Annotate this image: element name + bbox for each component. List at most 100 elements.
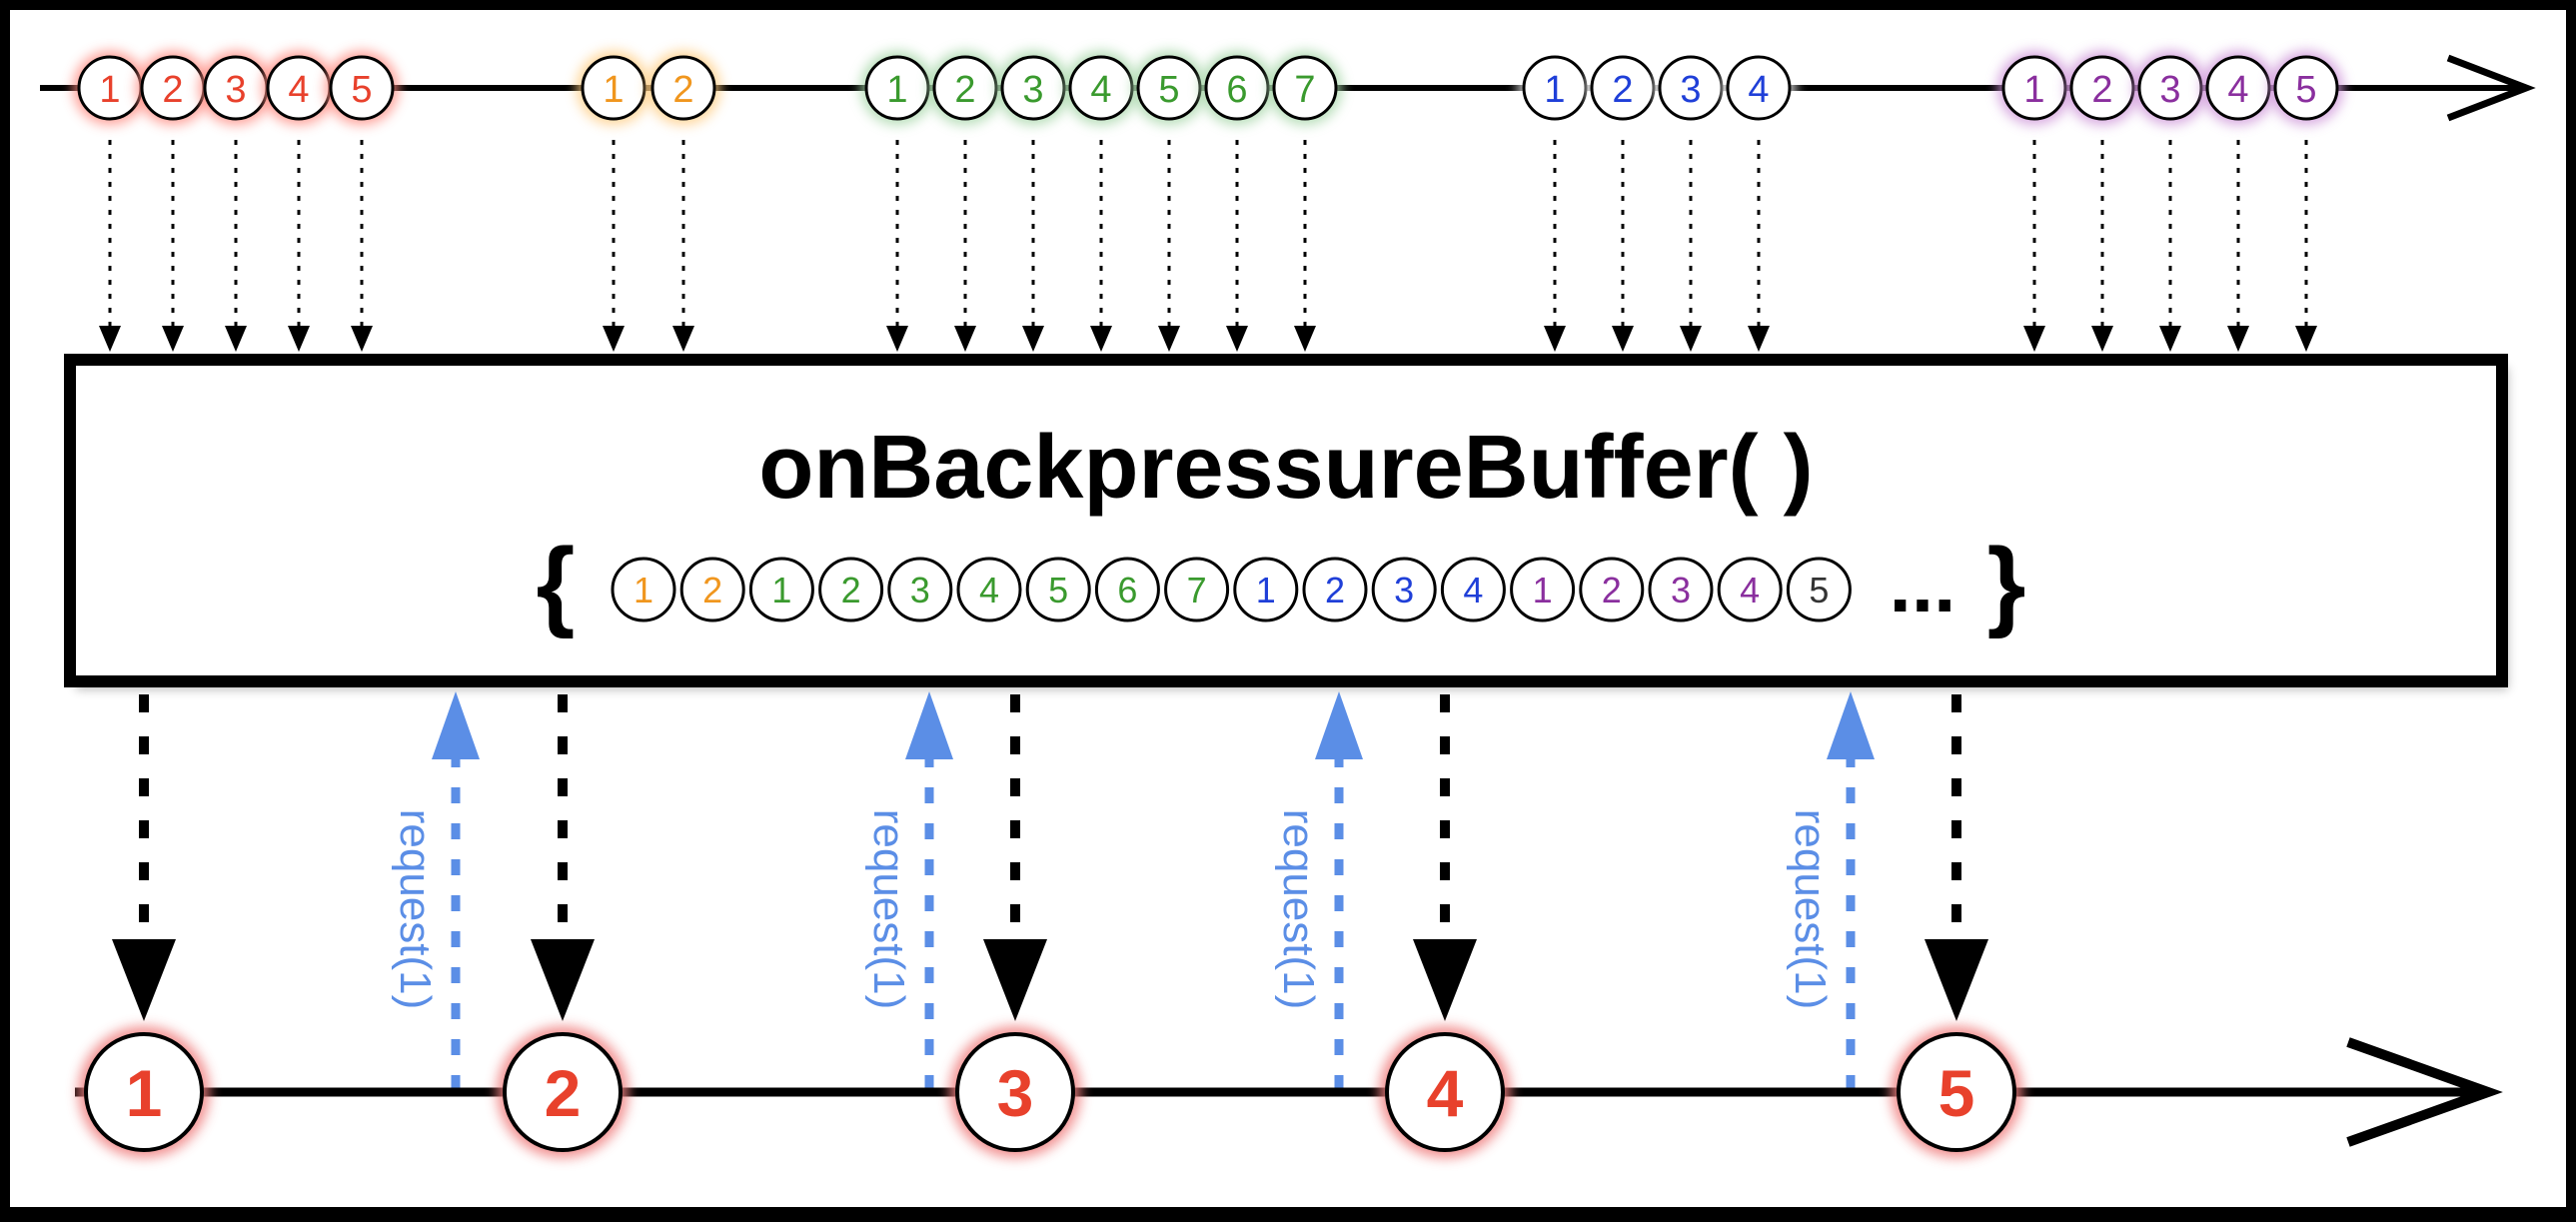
source-marble-label: 2 — [954, 69, 975, 111]
source-marble: 1 — [860, 51, 934, 125]
source-marble-label: 3 — [225, 69, 246, 111]
operator-box-panel — [64, 354, 2508, 687]
buffer-marble: 7 — [1164, 557, 1230, 622]
source-drop-arrowhead — [2295, 326, 2317, 352]
output-emission-arrowhead — [1925, 939, 1988, 1021]
source-marble-label: 4 — [1748, 69, 1769, 111]
buffer-marble-circle — [818, 557, 884, 622]
buffer-marble-circle — [1164, 557, 1230, 622]
buffer-marble: 5 — [1025, 557, 1091, 622]
source-marble: 2 — [136, 51, 210, 125]
source-drop-arrowhead — [2227, 326, 2249, 352]
source-marble: 2 — [646, 51, 720, 125]
source-marble-label: 3 — [2159, 69, 2180, 111]
source-marble: 3 — [199, 51, 273, 125]
buffer-marble-label: 4 — [1740, 570, 1760, 611]
buffer-marble: 3 — [887, 557, 953, 622]
buffer-marble-circle — [611, 557, 676, 622]
source-marble: 4 — [1722, 51, 1796, 125]
buffer-marble-circle — [1025, 557, 1091, 622]
output-emission-arrows — [112, 694, 1988, 1021]
buffer-marble-label: 3 — [910, 570, 930, 611]
buffer-marble-circle — [1094, 557, 1160, 622]
output-emission-arrowhead — [531, 939, 595, 1021]
source-marble-label: 1 — [99, 69, 120, 111]
source-drop-arrowhead — [1748, 326, 1770, 352]
source-drop-arrowhead — [1294, 326, 1316, 352]
output-marble-label: 1 — [126, 1056, 163, 1130]
output-marble-label: 3 — [997, 1056, 1034, 1130]
buffer-marble-circle — [1510, 557, 1576, 622]
output-marble-circle — [84, 1032, 204, 1152]
buffer-brace-open: { — [537, 528, 576, 639]
buffer-marble-circle — [1717, 557, 1783, 622]
source-marble-label: 1 — [886, 69, 907, 111]
source-drop-arrowhead — [2091, 326, 2113, 352]
operator-title: onBackpressureBuffer( ) — [758, 418, 1813, 518]
source-marble-label: 5 — [2295, 69, 2316, 111]
source-marble: 7 — [1268, 51, 1342, 125]
buffer-marble-circle — [1579, 557, 1645, 622]
source-marble: 5 — [2269, 51, 2343, 125]
buffer-marble: 1 — [1510, 557, 1576, 622]
source-marble-circle — [1726, 55, 1792, 121]
request-arrow-head — [432, 691, 480, 759]
source-marble-label: 2 — [2091, 69, 2112, 111]
buffer-marble-circle — [1302, 557, 1368, 622]
source-marble-label: 1 — [1544, 69, 1565, 111]
source-marble-label: 6 — [1226, 69, 1247, 111]
buffer-marble-label: 5 — [1048, 570, 1068, 611]
source-drop-arrowhead — [1226, 326, 1248, 352]
buffer-marble: 1 — [611, 557, 676, 622]
source-drop-arrows — [99, 140, 2317, 352]
source-marble-circle — [2273, 55, 2339, 121]
source-drop-arrowhead — [2159, 326, 2181, 352]
source-marble: 3 — [1654, 51, 1728, 125]
source-drop-arrowhead — [2023, 326, 2045, 352]
source-marble-label: 2 — [672, 69, 693, 111]
source-drop-arrowhead — [225, 326, 247, 352]
buffer-ellipsis: ... — [1890, 540, 1956, 628]
source-drop-arrowhead — [99, 326, 121, 352]
buffer-marble: 2 — [1302, 557, 1368, 622]
source-marble-label: 3 — [1680, 69, 1701, 111]
output-marble-label: 5 — [1938, 1056, 1975, 1130]
source-marble-circle — [581, 55, 646, 121]
buffer-marble-label: 3 — [1671, 570, 1691, 611]
source-drop-arrowhead — [1544, 326, 1566, 352]
buffer-marble: 1 — [1233, 557, 1299, 622]
buffer-marble-label: 6 — [1117, 570, 1137, 611]
request-arrow-head — [1827, 691, 1875, 759]
buffer-marble-circle — [1440, 557, 1506, 622]
buffer-marble: 5 — [1786, 557, 1852, 622]
request-label: request(1) — [864, 809, 913, 1010]
source-marble: 3 — [2133, 51, 2207, 125]
buffer-marble-circle — [956, 557, 1022, 622]
source-drop-arrowhead — [288, 326, 310, 352]
output-marble: 5 — [1891, 1026, 2022, 1158]
buffer-marble-circle — [679, 557, 745, 622]
buffer-marble: 3 — [1648, 557, 1714, 622]
buffer-marble-circle — [887, 557, 953, 622]
source-marble-label: 4 — [1090, 69, 1111, 111]
source-marble-circle — [329, 55, 395, 121]
source-marble: 4 — [2201, 51, 2275, 125]
buffer-marble-label: 2 — [841, 570, 861, 611]
output-marble-label: 2 — [545, 1056, 582, 1130]
output-marble: 3 — [949, 1026, 1081, 1158]
buffer-marble: 1 — [748, 557, 814, 622]
output-marble-circle — [503, 1032, 623, 1152]
source-marble: 2 — [2065, 51, 2139, 125]
output-marble: 1 — [78, 1026, 210, 1158]
buffer-marble: 4 — [1717, 557, 1783, 622]
buffer-marble-label: 2 — [1325, 570, 1345, 611]
source-axis-arrowhead — [2446, 54, 2536, 122]
source-drop-arrowhead — [954, 326, 976, 352]
buffer-marble-circle — [1233, 557, 1299, 622]
buffer-marble: 6 — [1094, 557, 1160, 622]
source-marble-circle — [650, 55, 716, 121]
buffer-marble-label: 1 — [771, 570, 791, 611]
